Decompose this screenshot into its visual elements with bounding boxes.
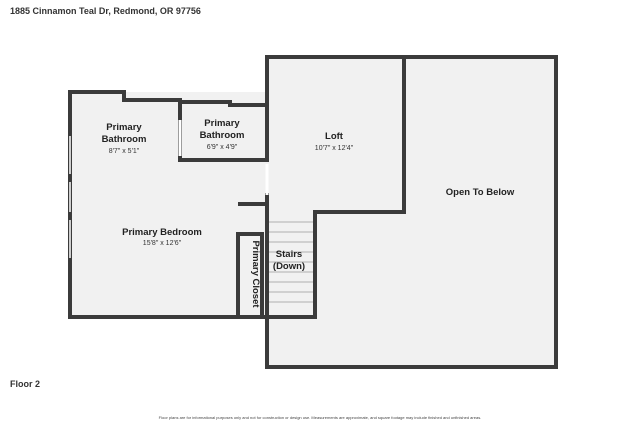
primary-bedroom-dims: 15'8" x 12'6" [143, 240, 182, 247]
primary-bedroom-area [70, 92, 267, 317]
primary-bathroom-2-name-line2: Bathroom [200, 130, 245, 141]
open-to-below-area [404, 57, 556, 367]
outer-wall [265, 55, 558, 369]
loft-area [267, 57, 404, 212]
open-lower-area [315, 212, 404, 367]
floor-fill [70, 57, 556, 367]
loft-name: Loft [325, 131, 344, 142]
walls [68, 55, 558, 369]
stairs-area [267, 212, 315, 367]
stairs-name-line2: (Down) [273, 261, 305, 272]
primary-bathroom-2-name-line1: Primary [204, 118, 240, 129]
disclaimer: Floor plans are for informational purpos… [158, 415, 482, 420]
open-to-below-name: Open To Below [446, 187, 515, 198]
loft-dims: 10'7" x 12'4" [315, 145, 354, 152]
floor-label: Floor 2 [10, 379, 41, 389]
stair-treads [268, 221, 313, 303]
closet-walls [236, 232, 264, 316]
primary-bathroom-2-dims: 6'9" x 4'9" [207, 144, 238, 151]
primary-bathroom-1-name-line2: Bathroom [102, 134, 147, 145]
property-address: 1885 Cinnamon Teal Dr, Redmond, OR 97756 [10, 6, 201, 16]
primary-bathroom-1-name-line1: Primary [106, 122, 142, 133]
primary-closet-name: Primary Closet [250, 240, 261, 308]
primary-bedroom-name: Primary Bedroom [122, 227, 202, 238]
primary-bathroom-1-dims: 8'7" x 5'1" [109, 148, 140, 155]
room-labels: Primary Bathroom 8'7" x 5'1" Primary Bat… [102, 118, 515, 308]
stairs-name-line1: Stairs [276, 249, 302, 260]
